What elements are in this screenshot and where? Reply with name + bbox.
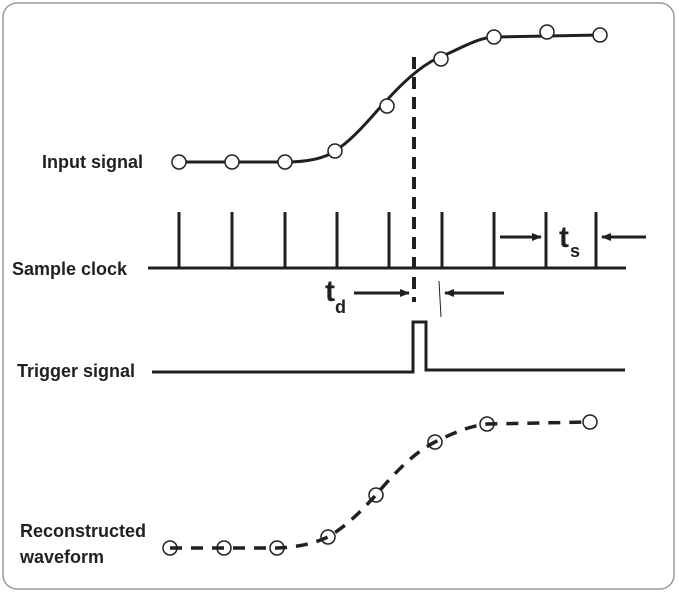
reconstructed-sample-point [162,540,178,556]
input-sample-point [486,29,502,45]
td-subscript: d [335,297,346,317]
reconstructed-sample-point [368,487,384,503]
input-sample-point [277,154,293,170]
ts-subscript: s [570,241,580,261]
reconstructed-label-line2: waveform [19,547,104,567]
input-sample-point [379,98,395,114]
trigger-signal-pulse [152,320,625,374]
reconstructed-sample-point [320,529,336,545]
td-symbol: t [325,275,335,308]
reconstructed-sample-point [582,414,598,430]
reconstructed-label-line1: Reconstructed [20,521,146,541]
sample-clock-label: Sample clock [12,259,128,279]
input-sample-point [327,143,343,159]
reconstructed-sample-point [269,540,285,556]
reconstructed-sample-point [216,540,232,556]
input-sample-point [592,27,608,43]
input-sample-point [171,154,187,170]
reconstructed-waveform-curve [170,420,591,550]
input-sample-points [171,24,608,170]
ts-symbol: t [559,221,569,254]
input-sample-point [539,24,555,40]
td-reference-line [438,280,442,318]
sample-clock-ticks [177,212,598,268]
reconstructed-sample-point [427,434,443,450]
input-sample-point [433,51,449,67]
trigger-signal-label: Trigger signal [17,361,135,381]
input-signal-label: Input signal [42,152,143,172]
reconstructed-sample-point [479,416,495,432]
input-sample-point [224,154,240,170]
reconstructed-sample-points [162,414,598,556]
